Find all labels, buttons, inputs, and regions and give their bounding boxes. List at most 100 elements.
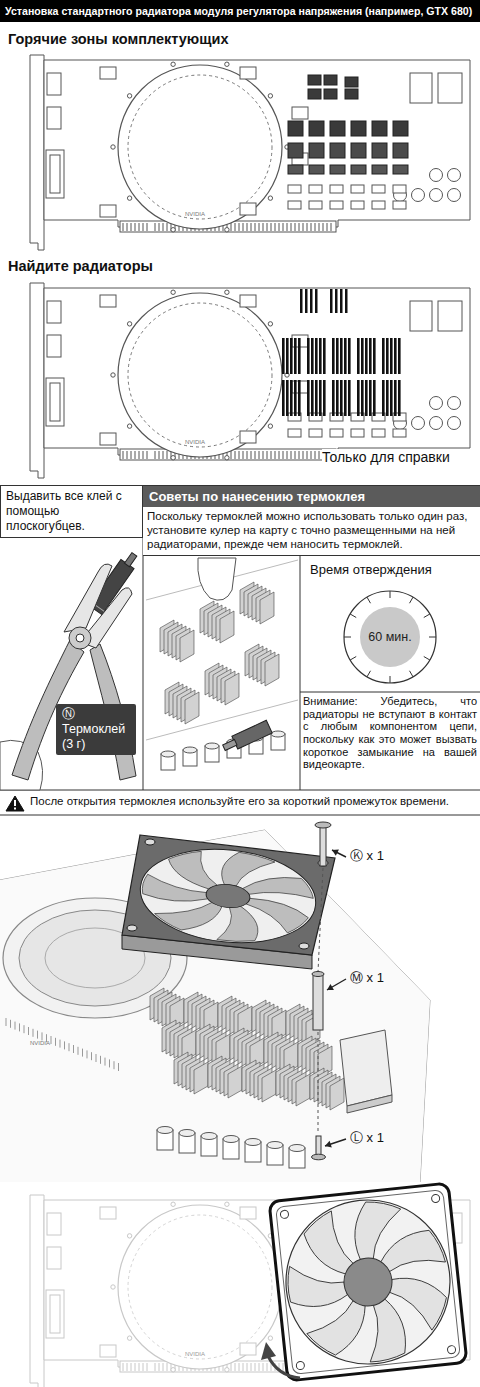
capacitor bbox=[157, 1127, 173, 1134]
screw-hole bbox=[111, 1285, 115, 1289]
arrow-head bbox=[261, 1342, 276, 1360]
heatsink-fin bbox=[398, 380, 401, 416]
heatsink-fin bbox=[310, 289, 313, 313]
connector-pin bbox=[135, 1363, 136, 1371]
smd-part bbox=[372, 201, 385, 209]
connector-pin bbox=[263, 1363, 264, 1371]
screw-hole bbox=[171, 62, 175, 66]
capacitor bbox=[201, 1133, 217, 1140]
heatsink-fin bbox=[225, 673, 239, 705]
hot-component bbox=[351, 121, 366, 136]
connector-pin bbox=[235, 1363, 236, 1371]
screw-hole bbox=[447, 1345, 456, 1354]
memory-chip bbox=[100, 295, 116, 307]
heatsink-fin bbox=[340, 338, 343, 374]
smd-part bbox=[288, 429, 301, 437]
screw-hole bbox=[145, 839, 155, 845]
smd-part bbox=[351, 429, 364, 437]
smd-part bbox=[372, 185, 385, 193]
connector-pin bbox=[147, 223, 148, 231]
screw-hole bbox=[268, 1336, 272, 1340]
heatsink bbox=[242, 1060, 276, 1102]
tips-panel: Советы по нанесению термоклеяПоскольку т… bbox=[143, 485, 480, 556]
memory-chip bbox=[240, 431, 256, 443]
connector-pin bbox=[69, 1043, 70, 1051]
connector-pin bbox=[239, 1363, 240, 1371]
connector-pin bbox=[135, 223, 136, 231]
heatsink-fin bbox=[382, 380, 385, 416]
hot-component bbox=[372, 165, 387, 174]
connector-pin bbox=[283, 223, 284, 231]
heatsink-fin bbox=[265, 654, 279, 686]
part-callout: Ⓜ x 1 bbox=[350, 970, 384, 986]
connector-pin bbox=[303, 223, 304, 231]
hot-component bbox=[345, 77, 358, 87]
heatsink-fin bbox=[348, 338, 351, 374]
board-logo: NVIDIA bbox=[30, 1040, 50, 1047]
heatsink-fin bbox=[286, 338, 289, 374]
heatsink-fin bbox=[340, 380, 343, 416]
fan-blade bbox=[364, 1297, 408, 1362]
power-connector bbox=[438, 73, 462, 103]
smd-part bbox=[309, 185, 322, 193]
capacitor bbox=[205, 743, 219, 749]
connector-pin bbox=[51, 1036, 52, 1044]
connector-pin bbox=[55, 1038, 56, 1046]
heatsink-fin bbox=[298, 338, 301, 374]
dial-tick bbox=[367, 597, 371, 603]
connector-pin bbox=[235, 223, 236, 231]
hot-component bbox=[324, 75, 337, 85]
hot-component bbox=[308, 75, 321, 85]
dial-tick bbox=[424, 657, 430, 661]
fan-frame bbox=[269, 1183, 467, 1381]
connector-pin bbox=[143, 223, 144, 231]
reference-note: Только для справки bbox=[322, 449, 450, 466]
connector-pin bbox=[239, 223, 240, 231]
curing-time-circle: 60 мин. bbox=[360, 607, 420, 667]
heatsink-fin bbox=[282, 338, 285, 374]
connector-pin bbox=[37, 1031, 38, 1039]
connector-pin bbox=[259, 223, 260, 231]
part-callout: Ⓚ x 1 bbox=[350, 848, 384, 864]
memory-chip bbox=[240, 67, 256, 79]
gpu-cooler-ring bbox=[128, 303, 272, 447]
connector-pin bbox=[283, 451, 284, 459]
connector-pin bbox=[15, 1022, 16, 1030]
display-port bbox=[47, 107, 61, 129]
dial-tick bbox=[350, 614, 356, 618]
memory-chip bbox=[100, 1345, 116, 1357]
smd-part bbox=[351, 185, 364, 193]
heatsink-fin bbox=[357, 338, 360, 374]
connector-pin bbox=[295, 223, 296, 231]
connector-pin bbox=[247, 451, 248, 459]
warning-mark bbox=[14, 808, 16, 810]
capacitor bbox=[267, 1142, 283, 1149]
dial-tick bbox=[350, 657, 356, 661]
heatsink bbox=[165, 682, 199, 724]
connector-pin bbox=[271, 451, 272, 459]
display-port bbox=[47, 73, 61, 95]
connector-pin bbox=[82, 1049, 83, 1057]
warning-icon bbox=[6, 796, 24, 811]
connector-pin bbox=[10, 1020, 11, 1028]
screw-hole bbox=[171, 1368, 175, 1372]
hot-component bbox=[288, 121, 303, 136]
heatsink bbox=[174, 1052, 208, 1094]
board-logo: NVIDIA bbox=[185, 211, 205, 218]
connector-pin bbox=[263, 451, 264, 459]
dvi-port bbox=[50, 383, 60, 421]
display-port bbox=[47, 1247, 61, 1269]
warning-note: После открытия термоклея используйте его… bbox=[30, 795, 475, 809]
screw-hole bbox=[299, 943, 309, 949]
heatsink-fin bbox=[398, 338, 401, 374]
dvi-port bbox=[46, 1290, 64, 1338]
screw-hole bbox=[171, 228, 175, 232]
screw-hole bbox=[127, 424, 131, 428]
dial-tick bbox=[410, 671, 414, 677]
connector-pin bbox=[275, 451, 276, 459]
screw-hole bbox=[225, 228, 229, 232]
heatsink-fin bbox=[348, 380, 351, 416]
standoff bbox=[313, 974, 323, 1030]
warning-mark bbox=[14, 800, 16, 806]
smd-part bbox=[309, 201, 322, 209]
